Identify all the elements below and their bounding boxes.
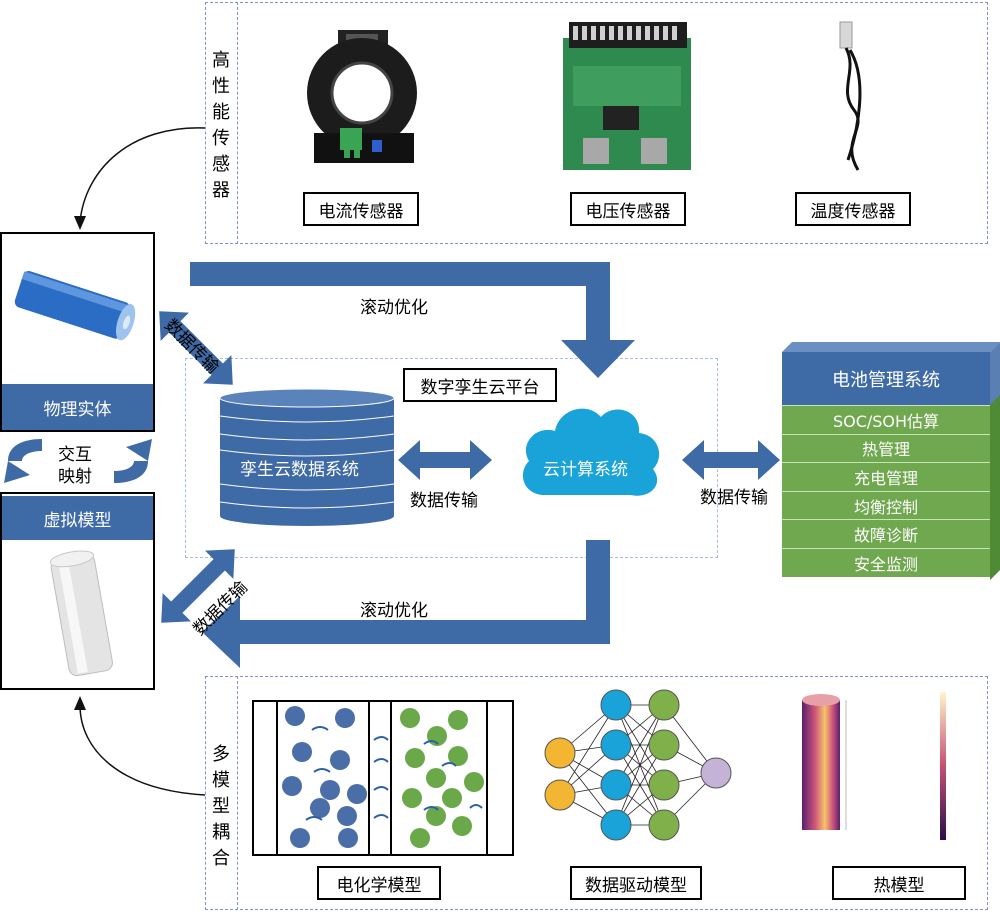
mapping-arrows-icon	[4, 439, 152, 483]
mapping-label-line2: 映射	[58, 467, 92, 487]
data-driven-model-label: 数据驱动模型	[570, 866, 702, 900]
voltage-sensor-image	[563, 22, 691, 170]
electrochemical-model-label: 电化学模型	[317, 866, 441, 900]
temperature-sensor-label: 温度传感器	[795, 192, 911, 226]
sensor-group-divider	[237, 2, 238, 244]
electrochemical-model-image	[252, 700, 514, 856]
bms-item-thermal: 热管理	[782, 433, 990, 463]
bms-item-safety: 安全监测	[782, 547, 990, 577]
current-sensor-image	[307, 30, 417, 163]
virtual-model-panel: 虚拟模型	[0, 492, 155, 690]
sensor-group-box	[205, 2, 988, 244]
rolling-bottom-label: 滚动优化	[360, 601, 428, 621]
virtual-model-label: 虚拟模型	[2, 496, 153, 540]
bms-title: 电池管理系统	[782, 352, 990, 405]
bms-item-balancing: 均衡控制	[782, 490, 990, 520]
data-transfer-middle-label: 数据传输	[410, 491, 478, 511]
physical-entity-label: 物理实体	[2, 384, 153, 430]
bms-item-charging: 充电管理	[782, 462, 990, 491]
battery-cell-image	[14, 271, 136, 341]
twin-database-icon	[219, 388, 395, 526]
bms-panel: 电池管理系统 SOC/SOH估算 热管理 充电管理 均衡控制 故障诊断 安全监测	[782, 352, 990, 577]
voltage-sensor-label: 电压传感器	[570, 192, 686, 226]
sensor-group-label: 高性能传感器	[212, 50, 230, 201]
current-sensor-label: 电流传感器	[303, 192, 419, 226]
physical-entity-panel: 物理实体	[0, 232, 155, 432]
bms-item-fault: 故障诊断	[782, 519, 990, 548]
cloud-icon	[522, 408, 660, 496]
thermal-model-label: 热模型	[832, 866, 966, 900]
temperature-sensor-image	[839, 21, 862, 171]
cloud-label: 云计算系统	[543, 460, 628, 480]
thermal-model-image	[802, 692, 946, 840]
bms-right-face-bottom	[990, 395, 1000, 580]
bms-item-soc-soh: SOC/SOH估算	[782, 405, 990, 434]
model-group-box	[205, 676, 988, 910]
model-group-divider	[237, 676, 238, 910]
twin-database-label: 孪生云数据系统	[240, 460, 359, 480]
data-driven-model-image	[544, 689, 732, 841]
mapping-label-line1: 交互	[58, 445, 92, 465]
rolling-top-label: 滚动优化	[360, 298, 428, 318]
virtual-cell-image	[49, 550, 113, 677]
platform-title: 数字孪生云平台	[403, 368, 557, 402]
model-group-label: 多模型耦合	[212, 744, 230, 869]
data-transfer-right-label: 数据传输	[700, 488, 768, 508]
